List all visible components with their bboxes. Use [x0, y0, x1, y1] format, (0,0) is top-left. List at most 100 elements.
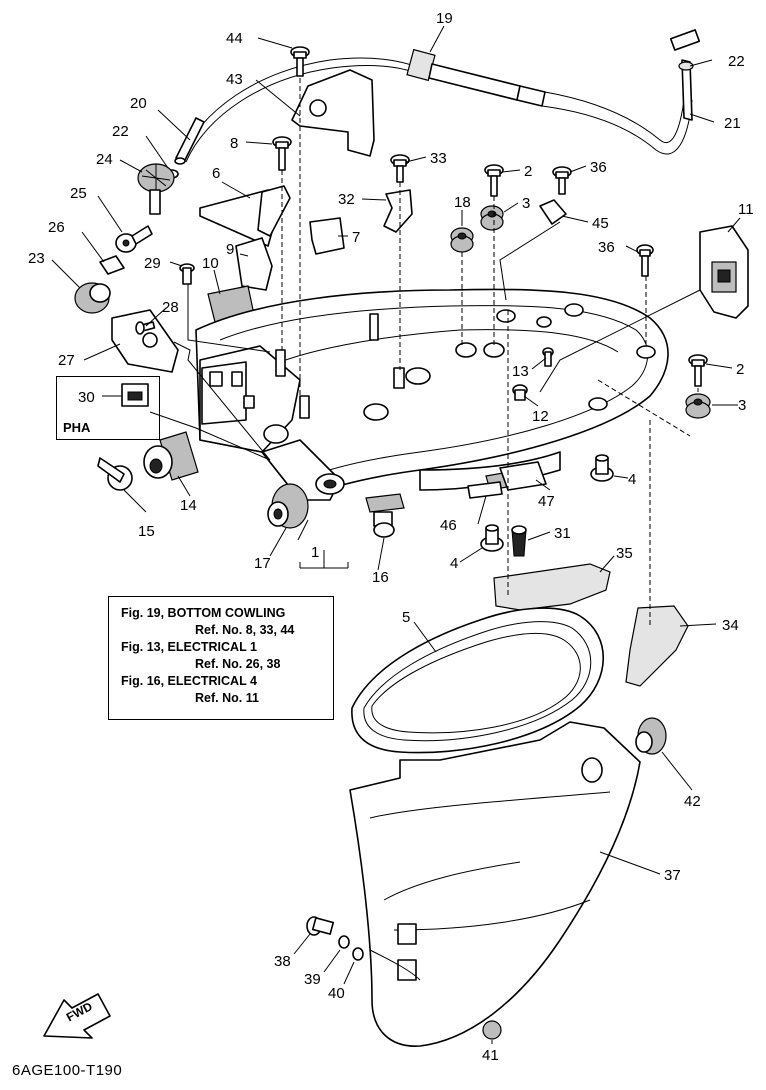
callout-32: 32 [338, 191, 355, 208]
bolt-29 [179, 263, 195, 285]
ref-sub-3: Ref. No. 11 [195, 691, 259, 705]
drawing-code: 6AGE100-T190 [12, 1062, 123, 1079]
ref-title-1: Fig. 19, BOTTOM COWLING [121, 606, 286, 620]
grommet-41 [482, 1020, 502, 1040]
boot-23 [74, 282, 111, 314]
callout-35: 35 [616, 545, 633, 562]
bolt-2-right [688, 354, 708, 387]
callout-38: 38 [274, 953, 291, 970]
callout-47: 47 [538, 493, 555, 510]
callout-12: 12 [532, 408, 549, 425]
callout-42: 42 [684, 793, 701, 810]
callout-36-lower: 36 [598, 239, 615, 256]
callout-28: 28 [162, 299, 179, 316]
seal-5 [351, 607, 605, 754]
bracket-34 [625, 605, 689, 687]
ref-sub-1: Ref. No. 8, 33, 44 [195, 623, 295, 637]
callout-19: 19 [436, 10, 453, 27]
bolt-38 [306, 916, 335, 936]
pin-a [275, 349, 286, 377]
grommet-3-upper [480, 205, 504, 231]
callout-41: 41 [482, 1047, 499, 1064]
screw-31 [511, 525, 527, 557]
bracket-43 [291, 69, 375, 157]
knob-25 [115, 225, 153, 253]
reference-box: Fig. 19, BOTTOM COWLING Ref. No. 8, 33, … [108, 596, 334, 720]
clip-45 [539, 199, 567, 225]
callout-46: 46 [440, 517, 457, 534]
bolt-36-lower [636, 244, 654, 277]
callout-9: 9 [226, 241, 234, 258]
variant-box-pha: PHA [56, 376, 160, 440]
cable-assembly [179, 29, 701, 163]
bolt-8 [272, 136, 292, 171]
bracket-35 [493, 563, 611, 611]
ref-sub-2: Ref. No. 26, 38 [195, 657, 281, 671]
variant-label: PHA [63, 420, 91, 435]
callout-2-right: 2 [736, 361, 744, 378]
callout-7: 7 [352, 229, 360, 246]
callout-8: 8 [230, 135, 238, 152]
bolt-33 [390, 154, 410, 183]
cover-37 [349, 721, 641, 1047]
bolt-2-upper [484, 164, 504, 197]
callout-14: 14 [180, 497, 197, 514]
callout-45: 45 [592, 215, 609, 232]
callout-31: 31 [554, 525, 571, 542]
callout-3-upper: 3 [522, 195, 530, 212]
callout-16: 16 [372, 569, 389, 586]
assembly-lines [149, 78, 701, 626]
grommet-18 [450, 227, 474, 253]
drain-16 [365, 493, 405, 538]
bolt-44 [290, 46, 310, 77]
callout-40: 40 [328, 985, 345, 1002]
callout-3-right: 3 [738, 397, 746, 414]
callout-4-right: 4 [628, 471, 636, 488]
fwd-arrow [43, 993, 111, 1039]
callout-44: 44 [226, 30, 243, 47]
callout-15: 15 [138, 523, 155, 540]
callout-21: 21 [724, 115, 741, 132]
leader-lines [51, 25, 741, 1044]
callout-24: 24 [96, 151, 113, 168]
callout-25: 25 [70, 185, 87, 202]
grommet-3-right [685, 393, 711, 419]
cover-11 [699, 225, 749, 319]
callout-29: 29 [144, 255, 161, 272]
ref-title-2: Fig. 13, ELECTRICAL 1 [121, 640, 257, 654]
pin-b [299, 395, 310, 419]
ref-title-3: Fig. 16, ELECTRICAL 4 [121, 674, 257, 688]
clamp-32 [383, 189, 413, 233]
bracket-47 [499, 461, 547, 491]
callout-20: 20 [130, 95, 147, 112]
clamp-26 [99, 255, 125, 275]
callout-39: 39 [304, 971, 321, 988]
callout-labels: 44 19 22 21 43 20 22 24 8 3 3 2 36 6 25 3… [28, 10, 754, 1064]
callout-18: 18 [454, 194, 471, 211]
callout-6: 6 [212, 165, 220, 182]
callout-26: 26 [48, 219, 65, 236]
callout-13: 13 [512, 363, 529, 380]
grommet-42 [635, 717, 667, 755]
collar-4-lower [480, 524, 504, 552]
callout-27: 27 [58, 352, 75, 369]
callout-11: 11 [738, 201, 754, 218]
grommet-17 [267, 483, 309, 529]
part-46 [467, 481, 503, 499]
callout-34: 34 [722, 617, 739, 634]
screw-13 [542, 347, 554, 367]
block-9 [235, 237, 273, 291]
callout-43: 43 [226, 71, 243, 88]
callout-22-right: 22 [728, 53, 745, 70]
callout-22-left: 22 [112, 123, 129, 140]
callout-10: 10 [202, 255, 219, 272]
hose-clamp-15 [97, 457, 133, 491]
hose-20 [174, 117, 205, 165]
screw-28 [135, 321, 156, 335]
connector-30 [121, 383, 149, 407]
callout-30: 30 [78, 389, 95, 406]
callout-23: 23 [28, 250, 45, 267]
bolt-36-upper [552, 166, 572, 195]
callout-37: 37 [664, 867, 681, 884]
